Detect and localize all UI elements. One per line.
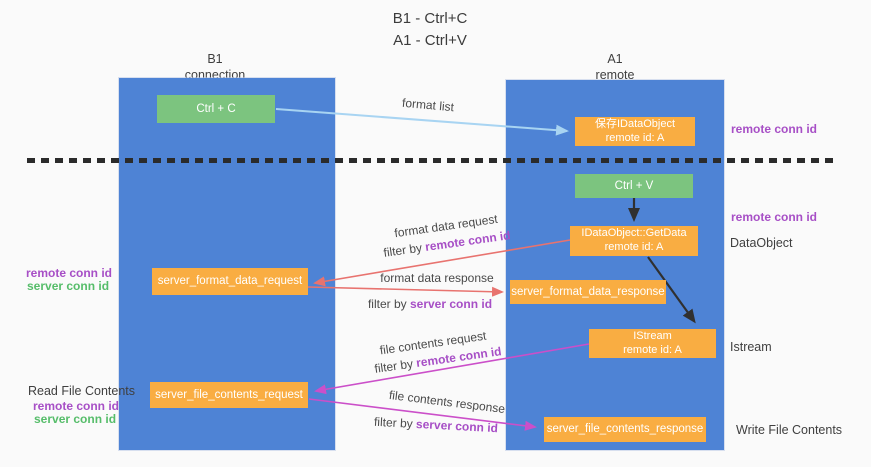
dataobject-label: DataObject [730,236,793,250]
ctrl-v-label: Ctrl + V [614,179,654,192]
right-column-header: A1 remote [515,52,715,83]
istream-side-label: Istream [730,340,772,354]
server-file-contents-request-label: server_file_contents_request [155,388,303,401]
save-idataobject-line1: 保存IDataObject [594,117,676,130]
filter-by-prefix: filter by [373,414,417,431]
getdata-line1: IDataObject::GetData [581,227,687,240]
right-column-role: remote [595,67,635,82]
ctrl-c-label: Ctrl + C [196,102,236,115]
write-file-contents-label: Write File Contents [736,423,843,437]
left-column-name: B1 [207,52,223,66]
server-format-data-request-label: server_format_data_request [157,275,303,288]
istream-line2: remote id: A [623,343,682,356]
save-idataobject-line2: remote id: A [605,131,665,144]
filter-key-server-conn-id: server conn id [409,297,493,311]
title-line-2: A1 - Ctrl+V [393,31,467,49]
right-remote-conn-id-mid-label: remote conn id [731,210,818,224]
phase-separator-dashed-line [27,158,833,163]
left-server-conn-id-label: server conn id [27,279,110,293]
filter-key-server-conn-id: server conn id [415,416,499,436]
server-file-contents-request-node: server_file_contents_request [150,382,308,408]
left-remote-conn-id-label: remote conn id [26,266,113,280]
server-format-data-response-node: server_format_data_response [510,280,666,304]
server-format-data-response-label: server_format_data_response [511,285,665,298]
left-bottom-server-conn-id-label: server conn id [34,412,117,426]
ctrl-v-node: Ctrl + V [575,174,693,198]
file-contents-response-filter-label: filter by server conn id [374,415,499,435]
file-contents-response-label: file contents response [388,387,506,417]
istream-node: IStream remote id: A [589,329,716,358]
server-file-contents-response-node: server_file_contents_response [544,417,706,442]
format-data-response-filter-label: filter by server conn id [368,297,492,311]
server-file-contents-response-label: server_file_contents_response [546,423,704,436]
format-data-response-arrow [307,286,504,297]
format-data-response-label: format data response [380,271,494,285]
getdata-line2: remote id: A [604,241,664,253]
filter-by-prefix: filter by [367,297,410,311]
istream-line1: IStream [633,329,672,342]
filter-by-prefix: filter by [373,356,418,376]
left-bottom-remote-conn-id-label: remote conn id [33,399,120,413]
idataobject-getdata-node: IDataObject::GetData remote id: A [570,226,698,256]
right-column-name: A1 [607,52,623,66]
format-list-label: format list [401,95,455,115]
ctrl-c-node: Ctrl + C [157,95,275,123]
save-idataobject-node: 保存IDataObject remote id: A [575,117,695,146]
right-remote-conn-id-top-label: remote conn id [731,122,818,136]
filter-by-prefix: filter by [382,240,427,260]
server-format-data-request-node: server_format_data_request [152,268,308,295]
read-file-contents-label: Read File Contents [28,384,136,398]
diagram-title: B1 - Ctrl+C A1 - Ctrl+V [330,8,530,52]
title-line-1: B1 - Ctrl+C [392,10,468,27]
